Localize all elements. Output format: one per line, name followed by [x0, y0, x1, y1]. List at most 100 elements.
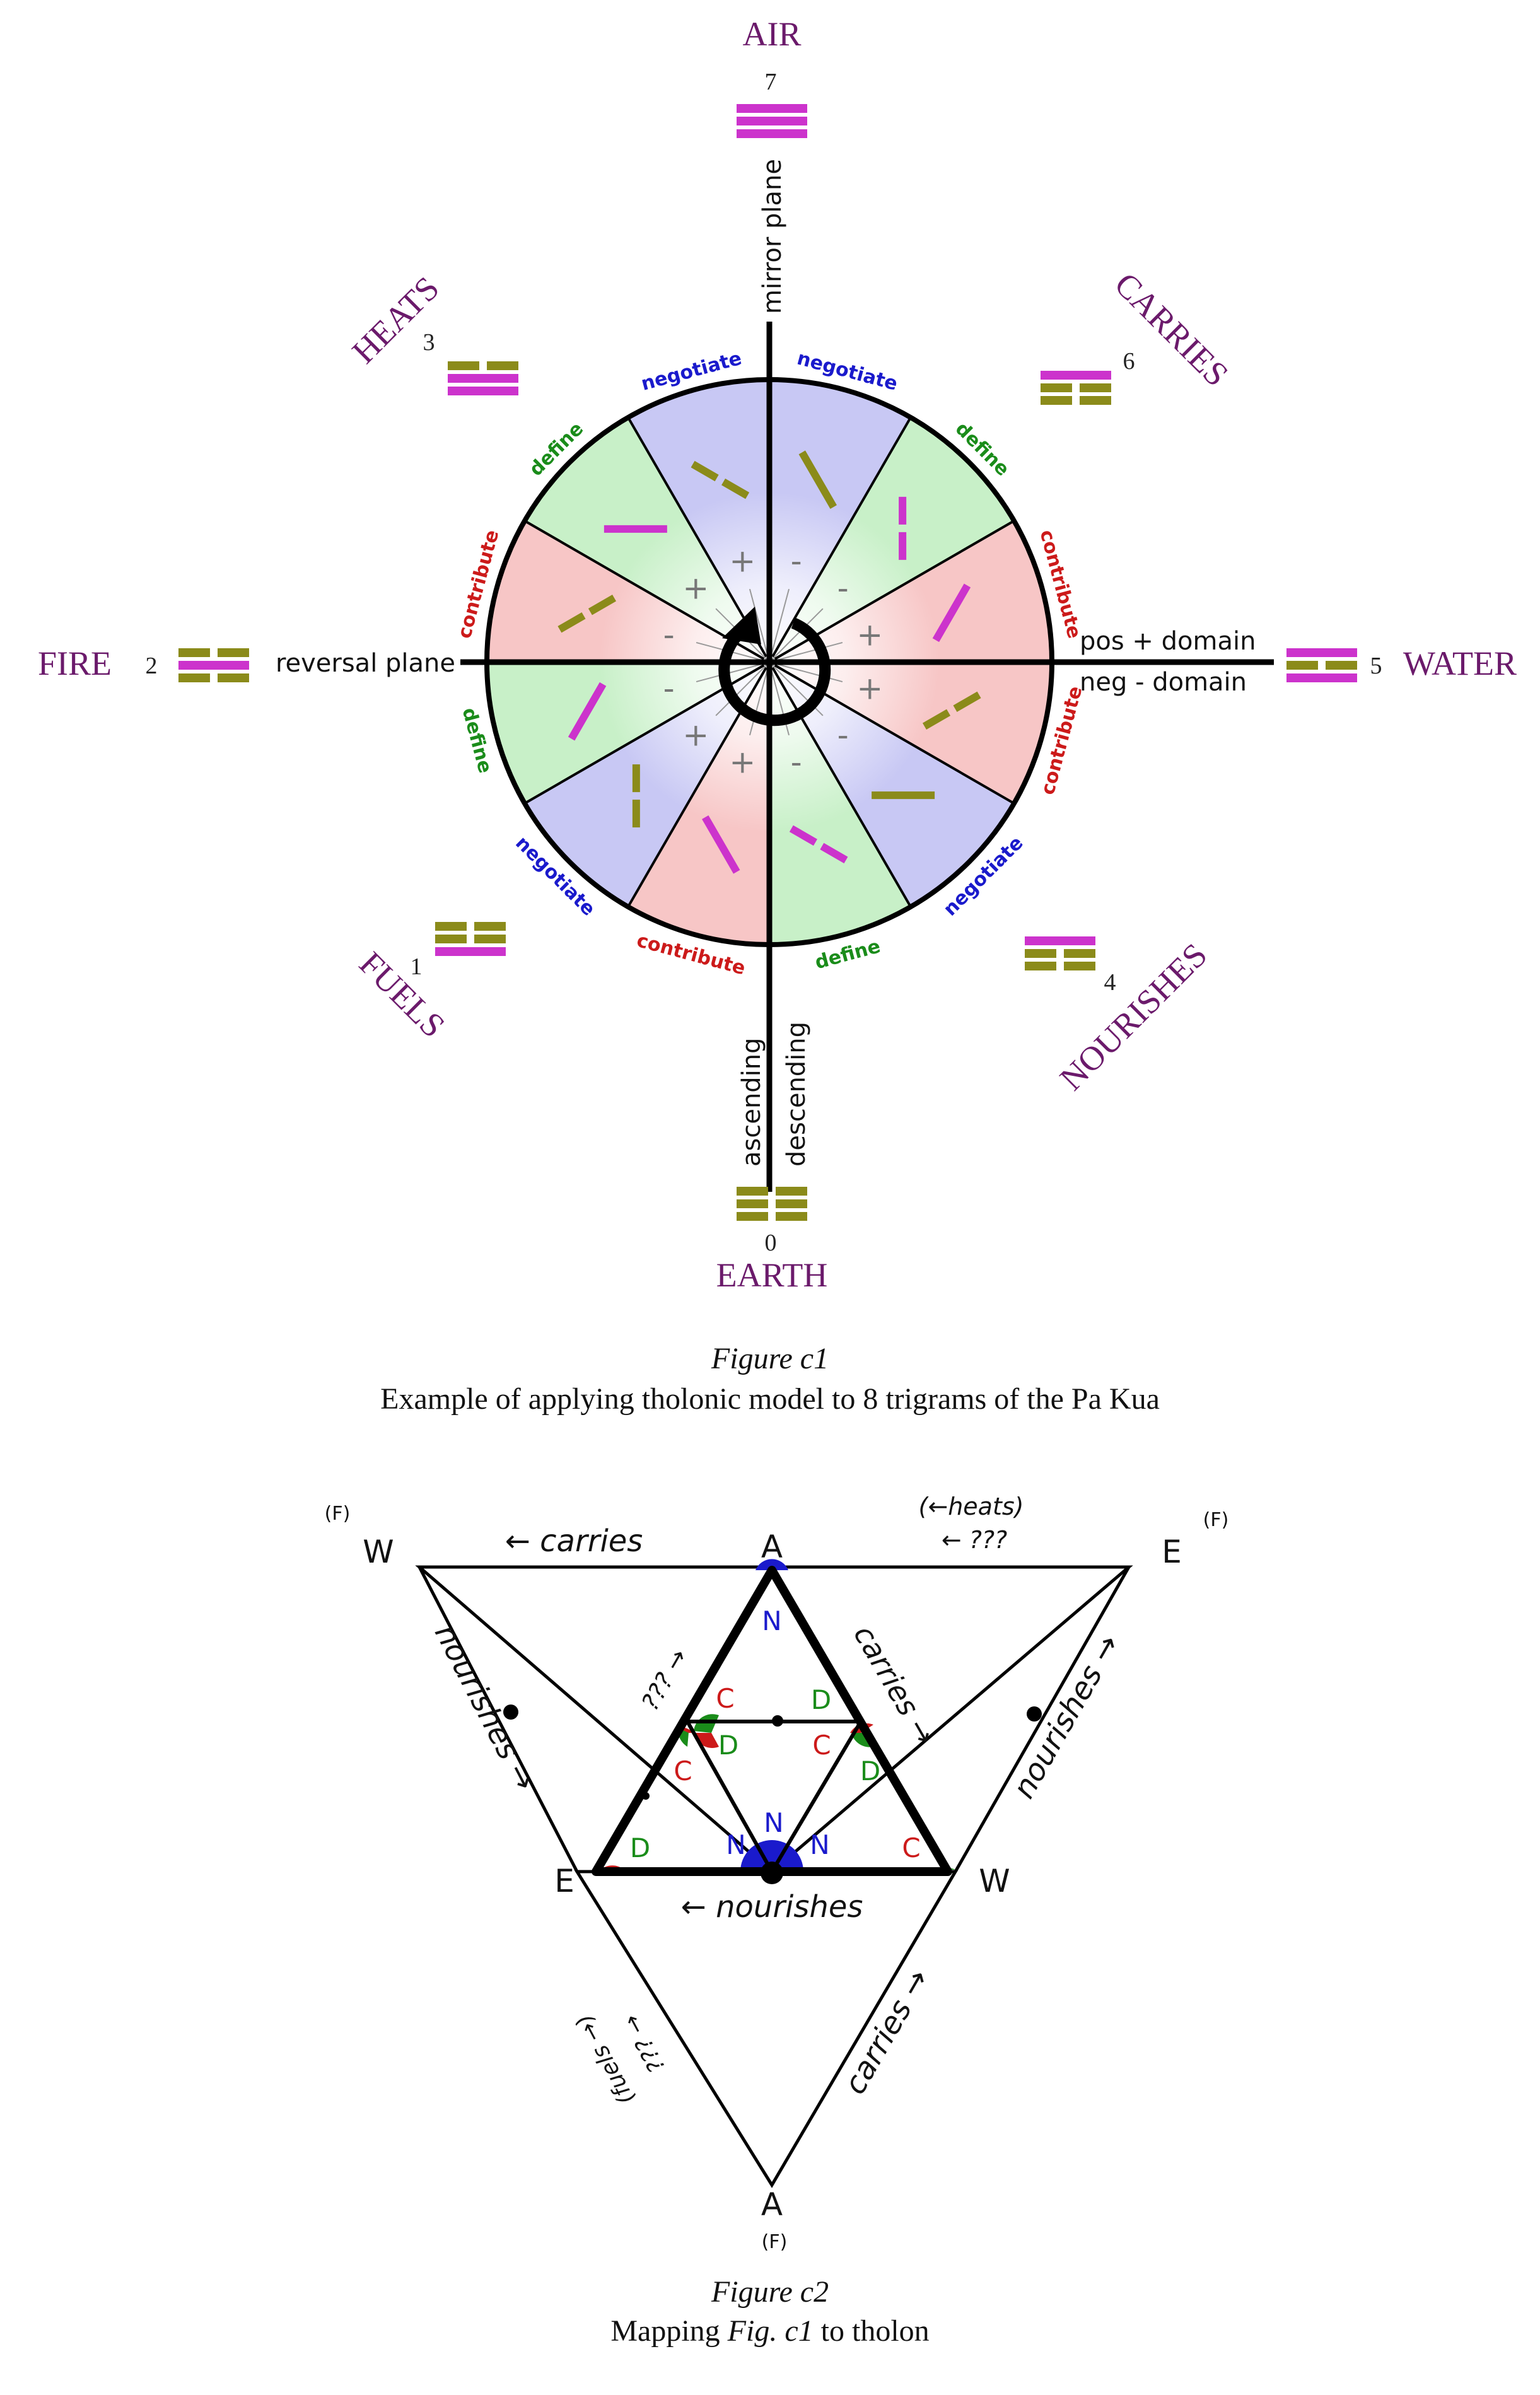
inner-right-diagonal	[770, 1720, 863, 1873]
plus-sign: +	[856, 616, 883, 653]
yang-bar	[604, 525, 667, 533]
plus-sign: +	[856, 670, 883, 707]
sector-bar	[604, 525, 667, 533]
node-n-top: N	[762, 1605, 781, 1636]
trigram-number-carries: 6	[1123, 348, 1135, 375]
sector-bar	[932, 583, 971, 643]
trigram-solid-line	[1286, 673, 1357, 682]
trigram-broken-right	[1326, 661, 1357, 670]
spoke-line	[771, 417, 912, 658]
vertex-w-right: W	[979, 1863, 1010, 1899]
nourishes-left-label: nourishes →	[428, 1619, 543, 1797]
sector-bar	[872, 791, 935, 800]
trigram-solid-line	[737, 117, 807, 125]
yang-bar	[702, 815, 740, 874]
inner-ray	[749, 588, 770, 663]
pos-domain-label: pos + domain	[1080, 627, 1256, 656]
sector-bar	[789, 825, 848, 864]
heats-label-c2: (←heats)	[919, 1493, 1024, 1520]
node-c-left-top: C	[716, 1683, 734, 1714]
yin-bar-left	[632, 800, 640, 828]
vertex-e-left: E	[554, 1863, 575, 1899]
trigram-broken-left	[737, 1199, 768, 1208]
sector-bar	[798, 450, 837, 510]
trigram-solid-line	[1025, 936, 1095, 945]
trigram-number-air: 7	[765, 69, 777, 95]
carries-top-label: ← carries	[505, 1524, 643, 1559]
trigram-broken-right	[1064, 962, 1095, 970]
minus-sign: -	[663, 616, 675, 653]
trigram-water-icon	[1286, 648, 1357, 682]
rotation-arrow-icon	[718, 607, 831, 726]
trigram-number-nourishes: 4	[1104, 969, 1116, 996]
plus-sign: +	[682, 569, 709, 606]
right-outer-edge	[954, 1566, 1131, 1873]
node-n-bottom-right: N	[810, 1829, 829, 1860]
trigram-broken-left	[1025, 949, 1056, 958]
trigram-broken-left	[448, 361, 479, 370]
spoke-line	[774, 664, 1015, 805]
trigram-broken-left	[435, 922, 467, 931]
trigram-broken-right	[218, 648, 249, 657]
trigram-broken-right	[1064, 949, 1095, 958]
yang-bar	[568, 682, 607, 741]
figure-c1-pa-kua-wheel: --++--++--++ negotiatedefinecontributeco…	[38, 15, 1517, 1416]
trigram-broken-right	[474, 935, 506, 943]
left-outer-edge	[417, 1566, 579, 1873]
descending-label: descending	[782, 1022, 811, 1167]
yin-bar-right	[789, 825, 817, 846]
node-c-bottom-right: C	[902, 1833, 920, 1863]
trigram-broken-left	[1041, 383, 1072, 392]
inner-ray	[696, 661, 770, 683]
node-c-left-bottom: C	[674, 1756, 692, 1786]
sector-bar	[899, 496, 907, 560]
sector-bar	[568, 682, 607, 741]
trigram-number-heats: 3	[423, 329, 435, 356]
minus-sign: -	[837, 569, 849, 606]
spoke-line	[771, 667, 912, 907]
water-label: WATER	[1403, 644, 1517, 682]
trigram-broken-left	[1041, 396, 1072, 405]
yin-bar-left	[899, 496, 907, 525]
yin-bar-right	[721, 478, 750, 499]
inner-ray	[769, 661, 843, 683]
sector-bar	[557, 595, 617, 633]
figure-c1-caption-text: Example of applying tholonic model to 8 …	[380, 1382, 1160, 1416]
spoke-line	[524, 520, 765, 660]
node-d-bottom-left: D	[630, 1833, 650, 1863]
trigram-symbols	[178, 104, 1357, 1221]
air-label: AIR	[743, 15, 802, 53]
trigram-number-earth: 0	[765, 1230, 777, 1256]
yin-bar-right	[922, 709, 951, 730]
trigram-solid-line	[448, 387, 518, 395]
trigram-broken-right	[487, 361, 518, 370]
yin-bar-left	[557, 612, 586, 633]
trigram-number-fuels: 1	[411, 953, 423, 980]
fire-mark-top-right: (F)	[1203, 1509, 1229, 1531]
sector-bar	[632, 764, 640, 828]
fuels-label: FUELS	[352, 945, 452, 1045]
trigram-solid-line	[178, 661, 249, 670]
trigram-broken-right	[776, 1212, 807, 1221]
trigram-broken-left	[737, 1212, 768, 1221]
vertex-a-bottom: A	[761, 2186, 783, 2223]
inner-ray	[769, 608, 824, 663]
inner-ray	[715, 661, 770, 716]
trigram-solid-line	[737, 129, 807, 138]
trigram-broken-right	[474, 922, 506, 931]
fire-label: FIRE	[38, 644, 112, 682]
fire-mark-top-left: (F)	[325, 1503, 351, 1525]
node-n-bottom-left: N	[726, 1829, 745, 1860]
unknown-top-label: ← ???	[942, 1526, 1007, 1554]
trigram-solid-line	[737, 104, 807, 113]
trigram-broken-left	[737, 1187, 768, 1196]
neg-domain-label: neg - domain	[1080, 668, 1247, 697]
sector-bar	[691, 460, 750, 499]
node-d-left: D	[718, 1730, 738, 1761]
minus-sign: -	[791, 543, 802, 580]
caption-figure-ref: Fig. c1	[727, 2314, 814, 2348]
node-c-right: C	[812, 1730, 831, 1761]
yin-bar-left	[953, 691, 981, 712]
trigram-number-fire: 2	[146, 653, 158, 679]
